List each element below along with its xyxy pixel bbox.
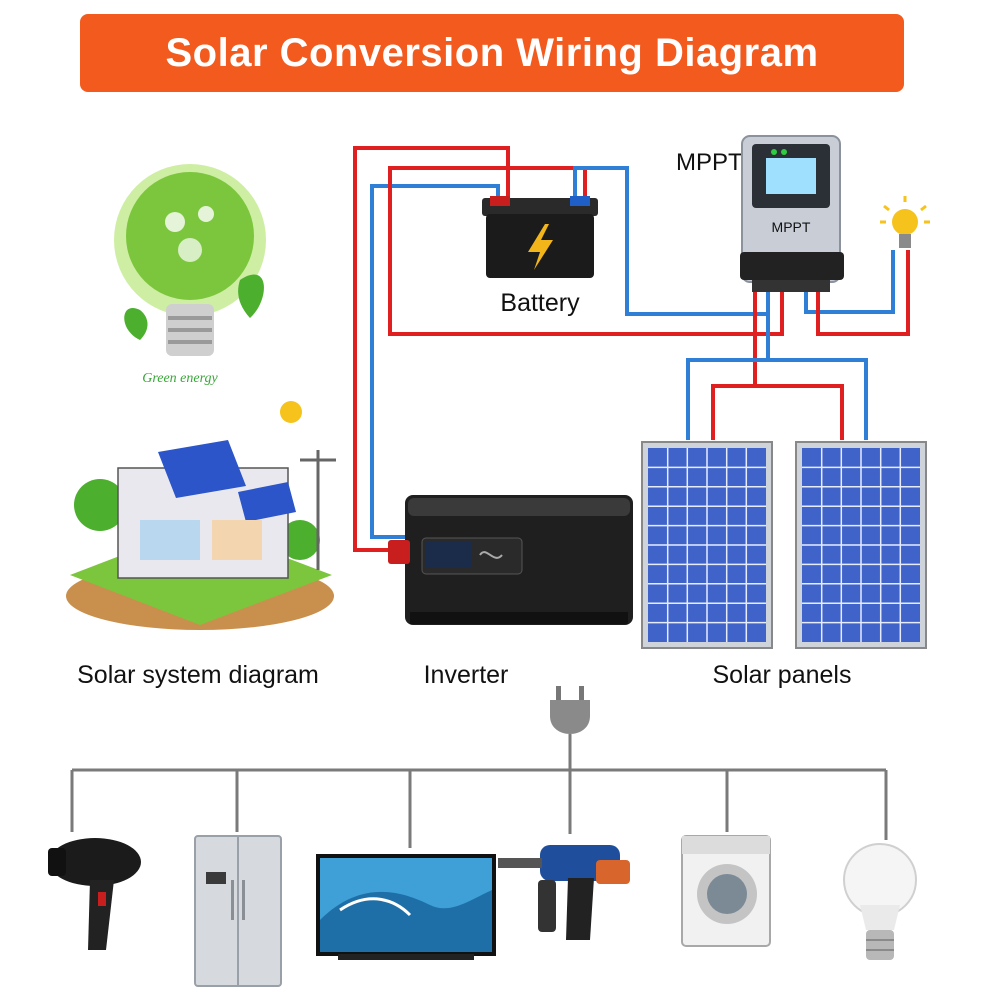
television-icon bbox=[316, 854, 496, 960]
plug-icon bbox=[550, 686, 590, 734]
wire-positive-inverter-battery bbox=[353, 146, 510, 552]
mppt-side-label: MPPT bbox=[676, 149, 743, 176]
solar-system-label: Solar system diagram bbox=[77, 661, 319, 689]
wire-positive-load bbox=[816, 250, 910, 336]
wire-negative-load bbox=[804, 250, 895, 314]
solar-panel-left bbox=[641, 441, 773, 649]
mppt-panel-wires bbox=[686, 292, 868, 440]
wire-negative-mppt-panels-2 bbox=[768, 358, 868, 440]
green-energy-bulb-icon bbox=[114, 164, 266, 356]
inverter-battery-wires bbox=[353, 146, 510, 552]
mppt-controller bbox=[740, 135, 844, 292]
mppt-load-wires bbox=[804, 250, 910, 336]
battery-label: Battery bbox=[500, 289, 580, 317]
power-drill-icon bbox=[498, 845, 630, 940]
ac-distribution-lines bbox=[70, 734, 888, 848]
refrigerator-icon bbox=[194, 835, 282, 987]
light-bulb-icon bbox=[843, 843, 917, 960]
washing-machine-icon bbox=[681, 835, 771, 947]
inverter bbox=[388, 495, 633, 625]
wire-negative-inverter-battery bbox=[370, 184, 500, 539]
load-bulb-icon bbox=[880, 196, 930, 248]
title-banner: Solar Conversion Wiring Diagram bbox=[80, 14, 904, 92]
mppt-face-label: MPPT bbox=[772, 219, 811, 235]
wire-negative-battery-mppt bbox=[573, 166, 770, 316]
hair-dryer-icon bbox=[48, 838, 141, 950]
battery bbox=[482, 196, 598, 278]
inverter-label: Inverter bbox=[424, 661, 509, 689]
green-energy-label: Green energy bbox=[142, 371, 218, 386]
wire-negative-mppt-panels bbox=[686, 292, 770, 440]
lightning-icon bbox=[528, 224, 553, 270]
wire-positive-mppt-panels-2 bbox=[755, 384, 844, 440]
diagram-title: Solar Conversion Wiring Diagram bbox=[165, 30, 819, 75]
wire-positive-mppt-panels bbox=[711, 292, 757, 440]
house-illustration bbox=[66, 401, 336, 630]
solar-panels-label: Solar panels bbox=[713, 661, 852, 689]
solar-panel-right bbox=[795, 441, 927, 649]
wire-positive-battery-mppt bbox=[388, 166, 784, 336]
